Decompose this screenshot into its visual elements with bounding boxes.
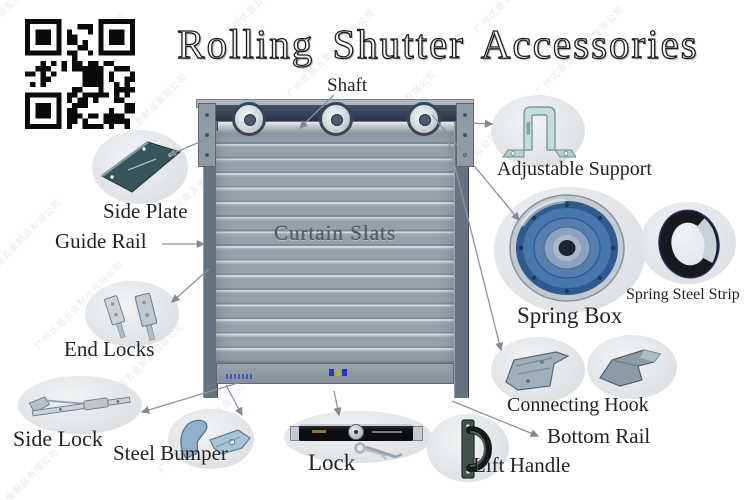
leader-steel-bumper [225, 384, 243, 417]
shutter-bottom-rail [216, 363, 454, 384]
label-adjustable-support: Adjustable Support [497, 158, 652, 180]
label-shaft: Shaft [327, 75, 368, 96]
side-lock-image [28, 396, 131, 417]
spring-steel-strip-image [658, 209, 720, 279]
page-title: Rolling Shutter Accessories [177, 20, 699, 67]
center-lock-blue-left [329, 369, 334, 376]
adjustable-support-image [502, 106, 576, 158]
end-locks-bubble [85, 281, 179, 347]
label-spring-steel-strip: Spring Steel Strip [626, 286, 740, 303]
qr-finder-core [35, 29, 125, 119]
roller-hub [419, 114, 431, 126]
keyhole-pin [354, 430, 358, 434]
label-side-lock: Side Lock [13, 426, 103, 451]
bottom-rail-center-lock [329, 369, 347, 376]
spring-box-image [509, 194, 625, 302]
roller-hub [331, 114, 343, 126]
label-steel-bumper: Steel Bumper [113, 441, 228, 465]
brand-mark [226, 374, 252, 379]
lock-end-tab-right [412, 426, 423, 441]
label-bottom-rail: Bottom Rail [547, 424, 651, 448]
curtain-slats-label: Curtain Slats [273, 221, 397, 245]
qr-modules [25, 24, 135, 129]
spring-box-bolts [518, 202, 616, 294]
center-lock-blue-right [342, 369, 347, 376]
label-guide-rail: Guide Rail [55, 229, 147, 253]
shaft-roller-2 [319, 102, 353, 136]
side-plate-image [101, 141, 182, 193]
watermark-text: 广州优盾五金制品有限公司 [0, 446, 61, 500]
end-locks-image [104, 292, 158, 341]
shutter-side-plate-right [456, 103, 474, 167]
qr-code-icon [25, 19, 135, 129]
lock-sheen [372, 431, 402, 433]
watermark-text: 广州优盾五金制品有限公司 [0, 134, 3, 228]
shutter-curtain-slats [216, 131, 454, 365]
lock-keys-image [354, 442, 403, 460]
label-end-locks: End Locks [64, 337, 155, 361]
label-side-plate: Side Plate [103, 199, 188, 223]
shaft-roller-1 [232, 102, 266, 136]
steel-bumper-image [180, 419, 251, 459]
label-connecting-hook: Connecting Hook [507, 394, 649, 416]
label-lock: Lock [308, 450, 356, 475]
shutter-side-plate-left [198, 103, 216, 167]
shaft-roller-3 [407, 102, 441, 136]
leader-side-lock [140, 379, 249, 414]
connecting-hook-image-right [599, 349, 662, 387]
label-lift-handle: Lift Handle [473, 453, 571, 477]
lock-brand-mark [312, 430, 326, 433]
roller-hub [244, 114, 256, 126]
connecting-hook-image-left [505, 351, 570, 391]
center-lock-keyhole [336, 369, 340, 376]
label-spring-box: Spring Box [517, 303, 623, 328]
lock-keyhole [348, 424, 364, 440]
